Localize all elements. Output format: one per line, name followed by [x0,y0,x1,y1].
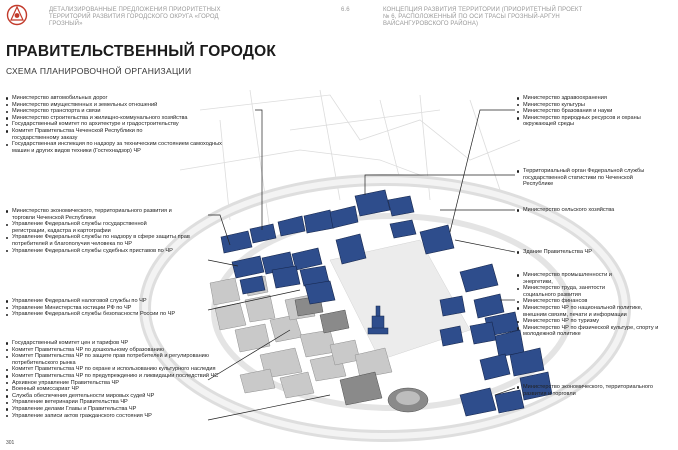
list-item: Министерство автомобильных дорог [6,95,236,102]
central-axis [329,239,471,361]
list-item: Комитет Правительства ЧР по охране и исп… [6,366,271,373]
list-item: Государственная инспекция по надзору за … [6,141,236,154]
left-list-group-4: Государственный комитет цен и тарифов ЧР… [6,340,271,419]
right-list-group-4: Здание Правительства ЧР [517,249,667,256]
right-list-group-5: Министерство промышленности и энергетики… [517,272,669,338]
left-list-group-2: Министерство экономического, территориал… [6,208,206,254]
list-item: Территориальный орган Федеральной службы… [517,168,647,188]
blue-government-buildings [220,189,553,417]
list-item: Министерство экономического, территориал… [6,208,181,221]
list-item: Комитет Правительства Чеченской Республи… [6,128,191,141]
page-title: ПРАВИТЕЛЬСТВЕННЫЙ ГОРОДОК [6,43,277,60]
list-item: Министерство ЧР по физической культуре, … [517,325,669,338]
list-item: Комитет Правительства ЧР по защите прав … [6,353,221,366]
list-item: Министерство культуры [517,102,667,109]
list-item: Управление делами Главы и Правительства … [6,406,271,413]
list-item: Военный комиссариат ЧР [6,386,271,393]
list-item: Управление ветеринарии Правительства ЧР [6,399,271,406]
list-item: Управление записи актов гражданского сос… [6,413,271,420]
list-item: Министерство имущественных и земельных о… [6,102,236,109]
list-item: Управление Федеральной службы безопаснос… [6,311,236,318]
page-number: 301 [6,440,15,446]
list-item: Министерство финансов [517,298,669,305]
monument-icon [367,305,389,335]
list-item: Государственный комитет по архитектуре и… [6,121,236,128]
leader-lines [207,109,516,421]
list-item: Министерство сельского хозяйства [517,207,667,214]
header-section-number: 6.6 [341,7,350,13]
list-item: Министерство ЧР по национальной политике… [517,305,657,318]
list-item: Управление Министерства юстиции РФ по ЧР [6,305,236,312]
list-item: Министерство здравоохранения [517,95,667,102]
header-project-title: ДЕТАЛИЗИРОВАННЫЕ ПРЕДЛОЖЕНИЯ ПРИОРИТЕТНЫ… [49,7,221,27]
list-item: Управление Федеральной службы государств… [6,221,181,234]
list-item: Министерство природных ресурсов и охраны… [517,115,667,128]
list-item: Здание Правительства ЧР [517,249,667,256]
list-item: Министерство экономического, территориал… [517,384,667,397]
page-subtitle: СХЕМА ПЛАНИРОВОЧНОЙ ОРГАНИЗАЦИИ [6,66,192,76]
logo-emblem-icon [6,4,28,26]
list-item: Министерство труда, занятости социальног… [517,285,637,298]
left-list-group-1: Министерство автомобильных дорог Министе… [6,95,236,154]
right-list-group-3: Министерство сельского хозяйства [517,207,667,214]
list-item: Управление Федеральной службы судебных п… [6,248,206,255]
list-item: Министерство транспорта и связи [6,108,236,115]
header-concept-title: КОНЦЕПЦИЯ РАЗВИТИЯ ТЕРРИТОРИИ (ПРИОРИТЕТ… [383,7,583,27]
ring-road [139,174,631,442]
list-item: Министерство бразования и науки [517,108,667,115]
list-item: Государственный комитет цен и тарифов ЧР [6,340,271,347]
right-list-group-1: Министерство здравоохранения Министерств… [517,95,667,128]
list-item: Служба обеспечения деятельности мировых … [6,393,271,400]
list-item: Управление Федеральной налоговой службы … [6,298,236,305]
list-item: Министерство промышленности и энергетики… [517,272,637,285]
list-item: Министерство ЧР по туризму [517,318,669,325]
list-item: Управление Федеральной службы по надзору… [6,234,206,247]
list-item: Комитет Правительства ЧР по дошкольному … [6,347,271,354]
list-item: Комитет Правительства ЧР по предупрежден… [6,373,271,380]
right-list-group-6: Министерство экономического, территориал… [517,384,667,397]
list-item: Архивное управление Правительства ЧР [6,380,271,387]
right-list-group-2: Территориальный орган Федеральной службы… [517,168,647,188]
dark-buildings [294,295,429,413]
left-list-group-3: Управление Федеральной налоговой службы … [6,298,236,318]
list-item: Министерство строительства и жилищно-ком… [6,115,236,122]
